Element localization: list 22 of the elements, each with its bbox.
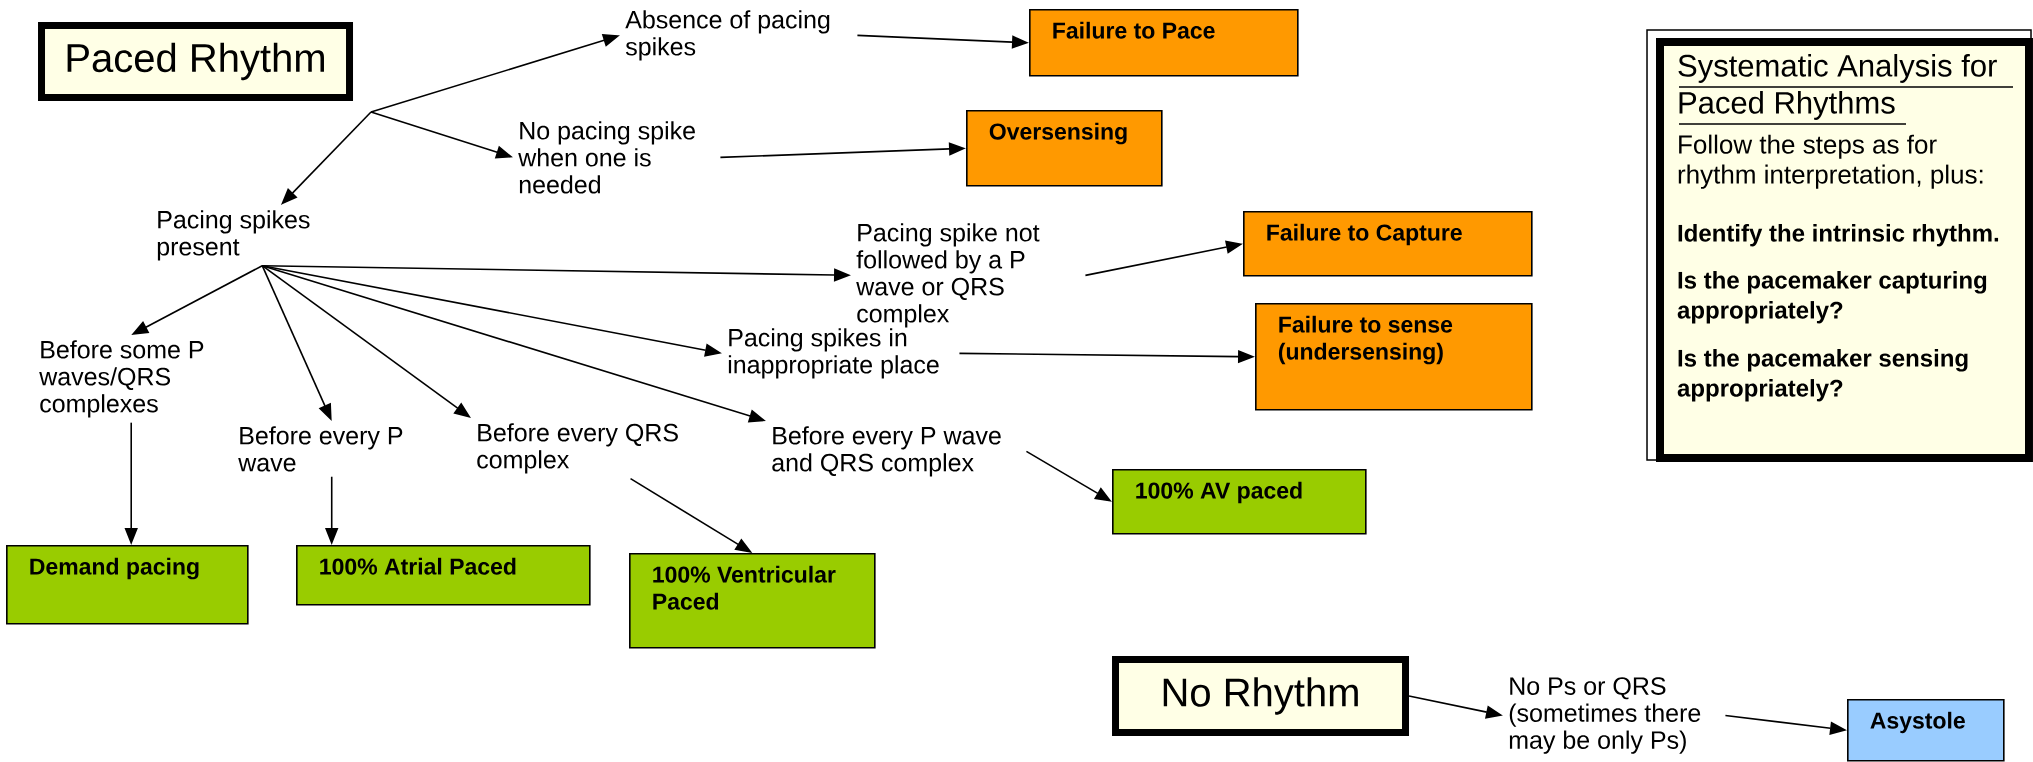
- step-text: Before every QRS complex: [477, 423, 678, 474]
- info-panel: Systematic Analysis for Paced Rhythms Follow the steps as for rhythm interpretation, plus: Identify the intrinsic rhythm. Is the pacemaker capturing appropriately? Is the pacemaker sensing appropriately?: [1646, 29, 2033, 462]
- result-box: 100% Ventricular Paced: [629, 553, 876, 649]
- step-text: Pacing spikes present: [157, 210, 310, 261]
- result-box: Asystole: [1847, 699, 2005, 762]
- result-box: Demand pacing: [6, 545, 249, 625]
- title-box: Paced Rhythm: [38, 22, 353, 101]
- result-box: 100% Atrial Paced: [296, 545, 591, 606]
- step-text: No Ps or QRS (sometimes there may be only Ps): [1509, 677, 1701, 754]
- result-box: Failure to sense (undersensing): [1255, 303, 1533, 411]
- step-text: Absence of pacing spikes: [625, 10, 830, 61]
- result-box: 100% AV paced: [1112, 469, 1367, 535]
- title-box: No Rhythm: [1112, 656, 1409, 736]
- step-text: Before some P waves/QRS complexes: [39, 340, 204, 418]
- step-text: No pacing spike when one is needed: [518, 121, 695, 194]
- step-text: Pacing spike not followed by a P wave or QRS complex: [856, 223, 1040, 328]
- result-box: Failure to Pace: [1029, 9, 1299, 77]
- step-text: Before every P wave: [238, 426, 403, 472]
- result-box: Failure to Capture: [1243, 211, 1533, 277]
- result-box: Oversensing: [966, 110, 1163, 187]
- step-text: Pacing spikes in inappropriate place: [728, 328, 939, 379]
- step-text: Before every P wave and QRS complex: [772, 426, 1001, 477]
